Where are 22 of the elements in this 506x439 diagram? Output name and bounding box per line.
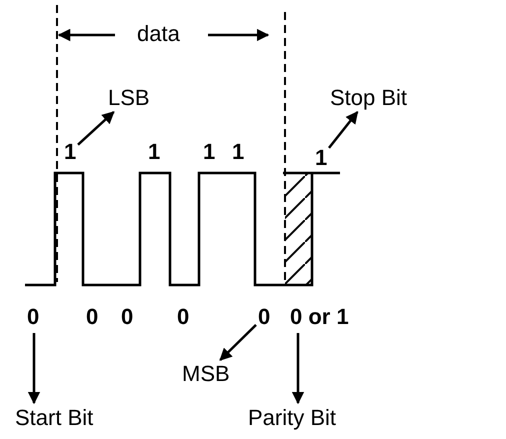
arrow (77, 111, 115, 146)
arrow-label: Parity Bit (248, 406, 336, 430)
arrow (328, 111, 358, 149)
bit-value: 1 (148, 140, 160, 164)
bit-value: 0 (258, 305, 270, 329)
bit-value: 1 (232, 140, 244, 164)
arrow-label: LSB (108, 86, 150, 110)
arrow (292, 333, 304, 404)
dimension-label: data (137, 22, 180, 46)
bit-value: 0 (121, 305, 134, 329)
arrow (28, 333, 40, 404)
arrow (219, 324, 257, 361)
bit-value: 0 (86, 305, 98, 329)
bit-value: 1 (315, 146, 328, 170)
arrow-label: MSB (182, 362, 230, 386)
arrow-label: Start Bit (15, 406, 94, 430)
bit-value: 0 (177, 305, 190, 329)
arrow-label: Stop Bit (330, 86, 408, 110)
bit-value: 1 (203, 140, 216, 164)
bit-value: 0 (27, 305, 40, 329)
bit-value: 0 or 1 (290, 305, 349, 329)
bit-value: 1 (64, 140, 76, 164)
